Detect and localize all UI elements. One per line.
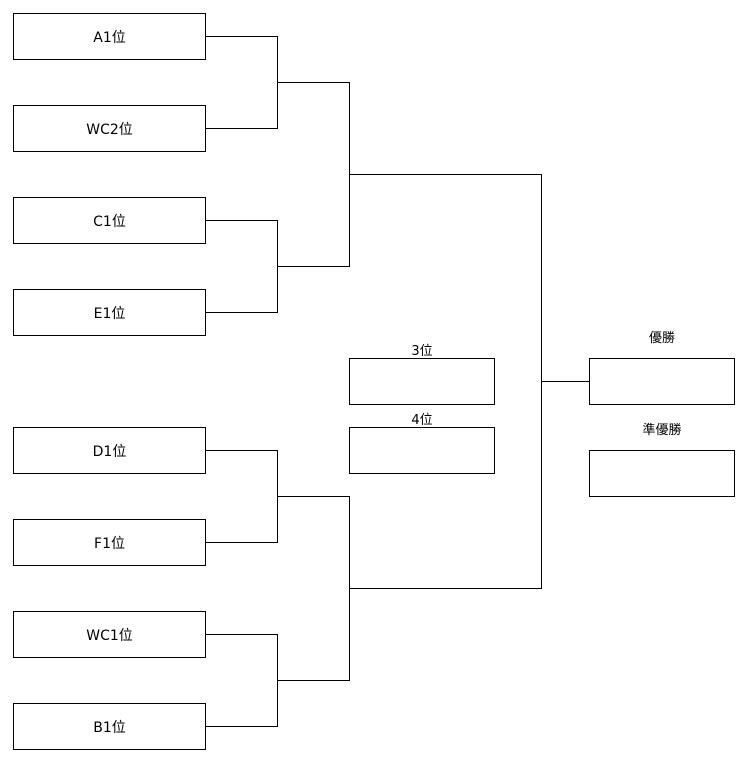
champion-label: 優勝 <box>648 331 675 346</box>
fourth-place-box <box>349 427 495 474</box>
team-slot-f1: F1位 <box>13 519 206 566</box>
champion-box <box>589 358 735 405</box>
team-label: C1位 <box>93 213 126 230</box>
team-slot-wc2: WC2位 <box>13 105 206 152</box>
team-slot-e1: E1位 <box>13 289 206 336</box>
team-label: A1位 <box>93 29 126 46</box>
team-label: E1位 <box>93 305 126 322</box>
third-place-box <box>349 358 495 405</box>
team-label: WC2位 <box>86 121 133 138</box>
third-place-label: 3位 <box>411 344 433 359</box>
team-slot-d1: D1位 <box>13 427 206 474</box>
team-label: F1位 <box>94 535 125 552</box>
team-slot-c1: C1位 <box>13 197 206 244</box>
runner-up-label: 準優勝 <box>642 423 682 438</box>
fourth-place-label: 4位 <box>411 413 433 428</box>
team-slot-wc1: WC1位 <box>13 611 206 658</box>
team-slot-a1: A1位 <box>13 13 206 60</box>
team-label: D1位 <box>92 443 127 460</box>
team-label: WC1位 <box>86 627 133 644</box>
team-slot-b1: B1位 <box>13 703 206 750</box>
runner-up-box <box>589 450 735 497</box>
team-label: B1位 <box>93 719 126 736</box>
